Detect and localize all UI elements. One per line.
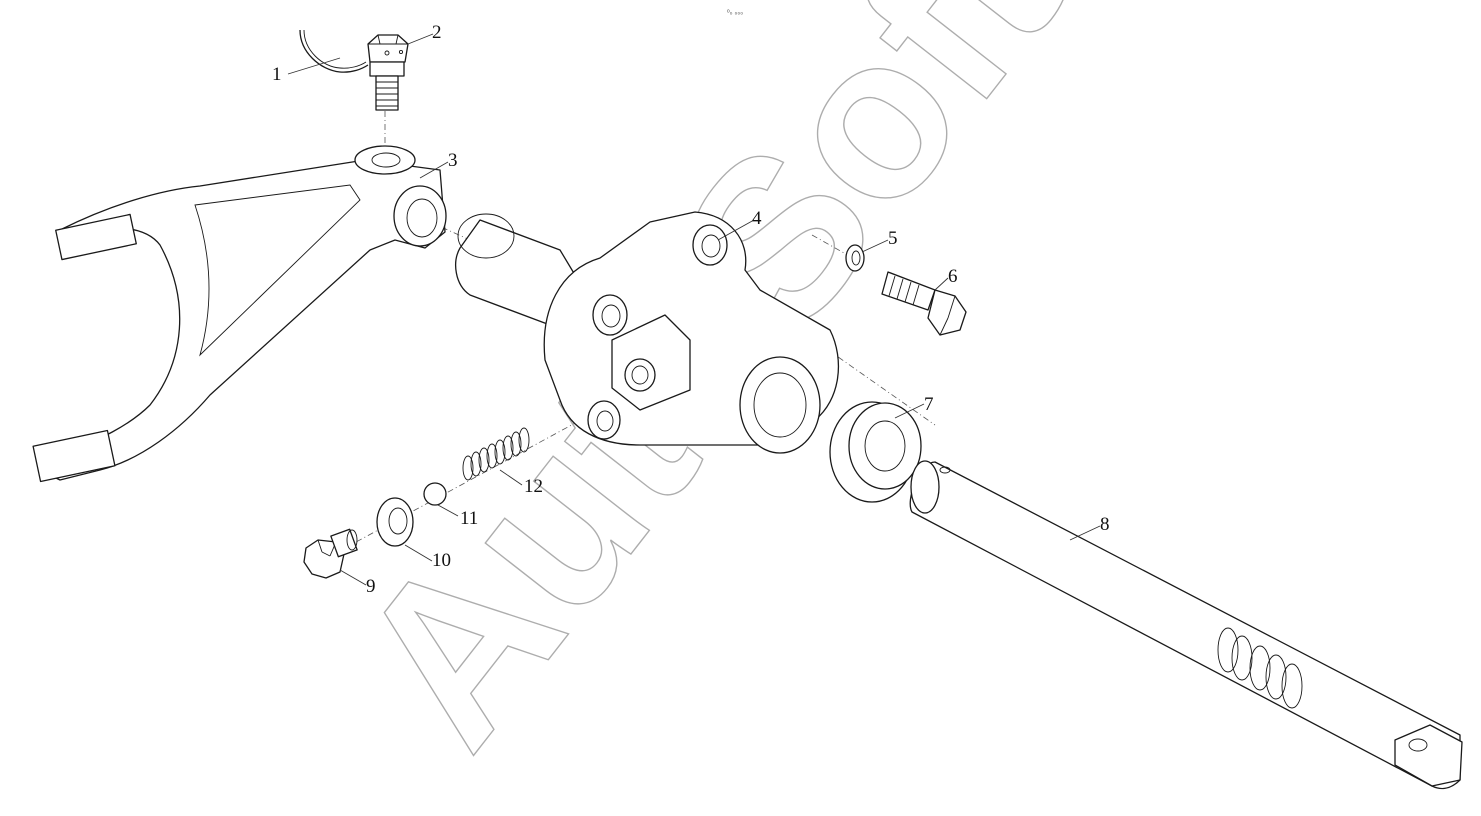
spring [462, 427, 530, 481]
callouts: 1 2 3 4 5 6 7 8 9 10 11 12 [272, 22, 1110, 597]
bushing [829, 401, 922, 503]
washer [376, 497, 414, 547]
callout-10: 10 [432, 550, 451, 571]
callout-5: 5 [888, 228, 898, 249]
shift-fork [32, 145, 447, 483]
retaining-ring [299, 29, 369, 73]
callout-8: 8 [1100, 514, 1110, 535]
leader-lines [287, 33, 1101, 586]
ball [423, 482, 447, 506]
housing [455, 211, 840, 454]
callout-2: 2 [432, 22, 442, 43]
callout-9: 9 [366, 576, 376, 597]
header-mark: ᵒ₀ ₀₀₀ [727, 9, 743, 16]
bolt [881, 271, 967, 336]
shaft [909, 460, 1463, 790]
callout-1: 1 [272, 64, 282, 85]
callout-12: 12 [524, 476, 543, 497]
callout-11: 11 [460, 508, 478, 529]
callout-3: 3 [448, 150, 458, 171]
callout-6: 6 [948, 266, 958, 287]
grease-fitting [367, 34, 409, 111]
callout-7: 7 [924, 394, 934, 415]
plug [303, 528, 358, 579]
callout-4: 4 [752, 208, 762, 229]
lock-washer [845, 244, 865, 272]
